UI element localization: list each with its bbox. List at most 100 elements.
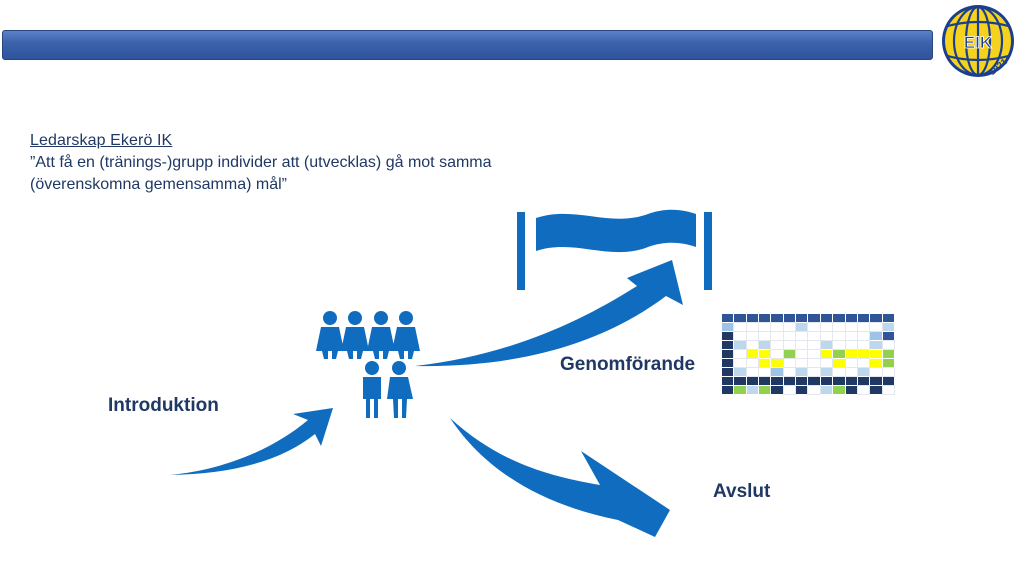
schedule-cell (795, 331, 809, 341)
schedule-cell (796, 377, 808, 385)
schedule-cell (856, 385, 871, 395)
schedule-cell (808, 377, 820, 385)
schedule-cell (782, 358, 797, 368)
schedule-cell (833, 359, 845, 367)
schedule-cell (745, 358, 760, 368)
schedule-cell (882, 350, 894, 358)
schedule-cell (833, 314, 845, 322)
schedule-cell (844, 358, 858, 368)
schedule-cell (870, 350, 882, 358)
schedule-cell (870, 359, 882, 367)
stage-introduction: Introduktion (108, 395, 219, 416)
schedule-cell (881, 340, 896, 350)
schedule-cell (870, 386, 882, 394)
schedule-cell (819, 322, 834, 332)
schedule-cell (807, 367, 821, 377)
schedule-cell (783, 377, 796, 385)
quote-line-1: ”Att få en (tränings-)grupp individer at… (30, 154, 492, 171)
schedule-cell (820, 350, 833, 358)
schedule-cell (759, 359, 771, 367)
schedule-cell (734, 386, 746, 394)
schedule-cell (771, 359, 783, 367)
schedule-cell (833, 377, 845, 385)
schedule-cell (722, 332, 734, 340)
schedule-cell (745, 367, 760, 377)
schedule-cell (759, 314, 771, 322)
heading-title: Ledarskap Ekerö IK (30, 132, 173, 149)
schedule-cell (733, 349, 747, 359)
schedule-cell (722, 386, 734, 394)
schedule-cell (870, 332, 882, 340)
schedule-cell (881, 385, 896, 395)
schedule-cell (844, 367, 858, 377)
schedule-cell (796, 314, 808, 322)
schedule-cell (856, 322, 871, 332)
schedule-cell (870, 377, 882, 385)
schedule-cell (870, 314, 882, 322)
schedule-cell (745, 340, 760, 350)
schedule-cell (796, 368, 808, 376)
club-logo: EIK 1921 (942, 5, 1014, 77)
schedule-cell (759, 386, 771, 394)
schedule-cell (882, 323, 894, 331)
schedule-cell (759, 341, 771, 349)
schedule-cell (832, 331, 846, 341)
schedule-cell (845, 350, 857, 358)
schedule-cell (857, 350, 870, 358)
schedule-cell (882, 332, 894, 340)
schedule-cell (857, 314, 870, 322)
schedule-cell (844, 322, 858, 332)
schedule-cell (795, 349, 809, 359)
schedule-cell (734, 314, 746, 322)
schedule-cell (782, 340, 797, 350)
schedule-cell (734, 368, 746, 376)
schedule-cell (722, 359, 734, 367)
schedule-cell (722, 314, 734, 322)
schedule-cell (870, 341, 882, 349)
schedule-cell (820, 314, 833, 322)
schedule-cell (882, 377, 894, 385)
schedule-cell (722, 368, 734, 376)
schedule-cell (856, 331, 871, 341)
schedule-cell (856, 340, 871, 350)
quote-line-2: (överenskomna gemensamma) mål” (30, 176, 287, 193)
schedule-cell (722, 323, 734, 331)
schedule-cell (844, 331, 858, 341)
schedule-cell (807, 322, 821, 332)
schedule-cell (758, 367, 772, 377)
schedule-cell (746, 377, 759, 385)
schedule-cell (722, 341, 734, 349)
heading-block: Ledarskap Ekerö IK ”Att få en (tränings-… (30, 130, 492, 196)
schedule-cell (722, 377, 734, 385)
schedule-cell (833, 350, 845, 358)
schedule-cell (746, 386, 759, 394)
schedule-cell (771, 368, 783, 376)
schedule-cell (856, 358, 871, 368)
schedule-cell (746, 350, 759, 358)
schedule-cell (869, 322, 883, 332)
schedule-cell (745, 331, 760, 341)
schedule-cell (758, 322, 772, 332)
schedule-cell (845, 314, 857, 322)
schedule-cell (722, 350, 734, 358)
schedule-cell (807, 349, 821, 359)
schedule-cell (845, 386, 857, 394)
stage-completion: Avslut (713, 481, 771, 502)
banner-flag-icon (517, 209, 712, 290)
schedule-cell (771, 377, 783, 385)
schedule-cell (733, 322, 747, 332)
schedule-cell (782, 367, 797, 377)
header-bar (2, 30, 933, 60)
schedule-cell (820, 377, 833, 385)
schedule-cell (869, 367, 883, 377)
schedule-cell (782, 331, 797, 341)
schedule-cell (820, 368, 833, 376)
schedule-cell (820, 386, 833, 394)
schedule-cell (745, 322, 760, 332)
schedule-cell (783, 350, 796, 358)
stage-execution: Genomförande (560, 354, 695, 375)
schedule-cell (845, 377, 857, 385)
schedule-cell (882, 359, 894, 367)
schedule-cell (807, 358, 821, 368)
